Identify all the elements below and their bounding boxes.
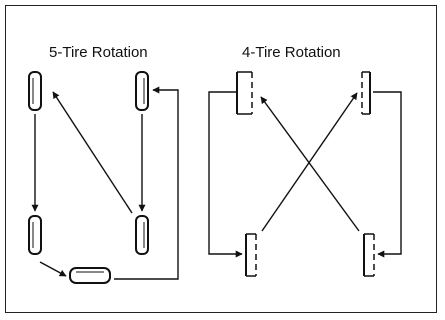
five-spare-tire (69, 267, 111, 284)
four-right-front-tire (361, 71, 371, 115)
five-tire-group (28, 71, 179, 284)
four-left-front-tire (236, 71, 253, 115)
four-left-rear-tire (245, 233, 257, 277)
five-arrow-left-rear-to-spare (39, 261, 67, 277)
five-right-rear-tire (135, 215, 149, 255)
four-tire-group (208, 71, 402, 277)
five-arrow-spare-to-right-front (114, 86, 179, 280)
four-arrow-left-rear-to-right-front (261, 92, 358, 232)
four-arrow-right-front-to-right-rear (373, 91, 402, 258)
five-tire-rotation-title: 5-Tire Rotation (49, 44, 148, 61)
four-arrow-left-front-to-left-rear (208, 91, 243, 258)
diagram-frame: 5-Tire Rotation 4-Tire Rotation (5, 5, 437, 313)
five-arrow-right-rear-to-left-front (52, 91, 133, 214)
four-right-rear-tire (363, 233, 375, 277)
five-right-front-tire (135, 71, 149, 111)
four-arrow-right-rear-to-left-front (260, 96, 360, 232)
four-tire-rotation-title: 4-Tire Rotation (242, 44, 341, 61)
five-left-front-tire (28, 71, 42, 111)
five-left-rear-tire (28, 215, 42, 255)
